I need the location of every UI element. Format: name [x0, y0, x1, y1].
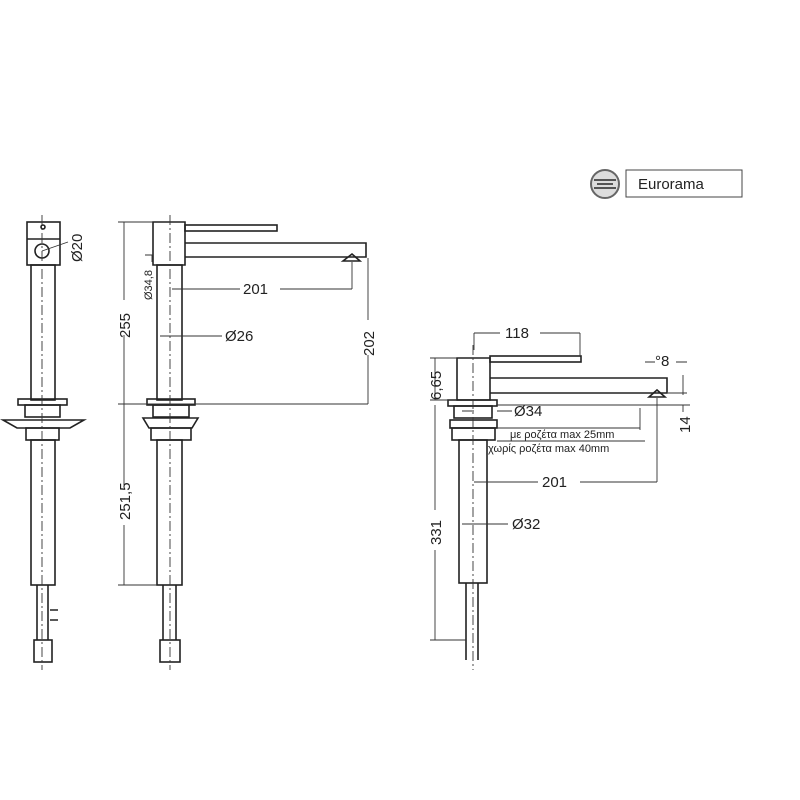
- logo-text: Eurorama: [638, 176, 705, 193]
- dim-spout-angle: °8: [655, 353, 669, 370]
- dim-body-height: 6,65: [428, 371, 445, 400]
- side-view: Ø20: [0, 215, 88, 670]
- dim-flange-diameter: Ø34: [514, 403, 542, 420]
- dim-spout-reach-installed: 201: [542, 474, 567, 491]
- eurorama-logo: Eurorama: [590, 169, 743, 199]
- dim-total-height: 255: [117, 313, 134, 338]
- installed-view: 118 6,65 °8 Ø34 14 με ροζέτα max 25mm χω…: [428, 325, 694, 670]
- note-without-rosette: χωρίς ροζέτα max 40mm: [488, 443, 609, 455]
- dim-pipe-diameter: Ø26: [225, 328, 253, 345]
- dim-nozzle-offset: 14: [677, 416, 694, 433]
- dim-head-diameter: Ø20: [69, 234, 86, 262]
- dim-lever-length: 118: [505, 325, 529, 342]
- dim-lower-height: 251,5: [117, 482, 134, 520]
- front-view: 255 251,5 202 201 Ø26 Ø34,8: [117, 215, 378, 670]
- dim-spout-reach: 201: [243, 281, 268, 298]
- dim-spout-height: 202: [361, 331, 378, 356]
- note-with-rosette: με ροζέτα max 25mm: [510, 429, 614, 441]
- dim-lower-height-installed: 331: [428, 520, 445, 545]
- dim-body-diameter: Ø34,8: [143, 270, 155, 300]
- dim-lower-pipe-diameter: Ø32: [512, 516, 540, 533]
